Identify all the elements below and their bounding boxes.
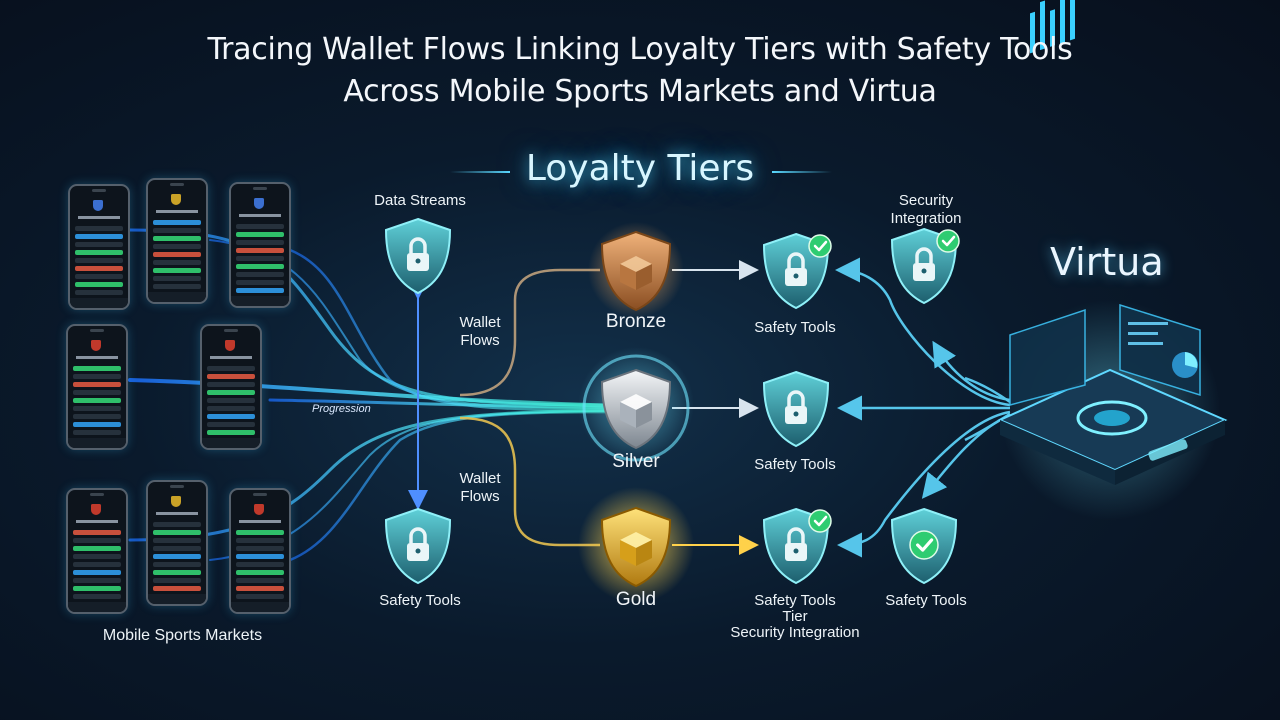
tier-label-bronze: Bronze: [605, 311, 667, 332]
data-streams-lock-shield-icon: [384, 217, 452, 295]
smartphone-icon: [66, 324, 128, 450]
safety-tools-label-silver: Safety Tools: [754, 456, 836, 473]
mobile-sports-markets-label: Mobile Sports Markets: [102, 627, 263, 644]
smartphone-icon: [200, 324, 262, 450]
title-line-2: Across Mobile Sports Markets and Virtua: [343, 74, 937, 109]
smartphone-icon: [66, 488, 128, 614]
data-streams-label: Data Streams: [374, 192, 466, 209]
wallet-flow-connectors: [459, 268, 600, 547]
virtua-flow-arrows: [835, 257, 1011, 558]
wallet-flows-label-bottom: Wallet Flows: [459, 470, 501, 505]
bronze-shield-icon: [600, 230, 672, 312]
tier-label-silver: Silver: [612, 451, 660, 472]
silver-safety-lock-shield-icon: [762, 370, 830, 448]
wallet-flows-label-top: Wallet Flows: [459, 314, 501, 349]
tier-label-gold: Gold: [615, 589, 657, 610]
security-integration-shield-icon: [890, 227, 960, 305]
safety-tools-label-left: Safety Tools: [379, 592, 461, 609]
smartphone-icon: [229, 182, 291, 308]
heading-rule-right: [772, 171, 832, 173]
loyalty-tiers-heading: Loyalty Tiers: [525, 148, 755, 189]
title-line-1: Tracing Wallet Flows Linking Loyalty Tie…: [207, 32, 1073, 67]
smartphone-icon: [229, 488, 291, 614]
smartphone-icon: [68, 184, 130, 310]
bronze-safety-lock-shield-icon: [762, 232, 832, 310]
safety-tools-label-gold: Safety Tools: [754, 592, 836, 609]
safety-tools-check-shield-icon: [890, 507, 958, 585]
gold-safety-lock-shield-icon: [762, 507, 832, 585]
virtua-label: Virtua: [1050, 240, 1164, 284]
smartphone-icon: [146, 178, 208, 304]
gold-shield-icon: [600, 506, 672, 588]
security-integration-label-top: Security Integration: [890, 192, 962, 227]
safety-shields: [384, 217, 960, 585]
tier-label: Tier: [782, 608, 808, 625]
safety-tools-label-bronze: Safety Tools: [754, 319, 836, 336]
silver-shield-icon: [600, 368, 672, 450]
smartphone-icon: [146, 480, 208, 606]
heading-rule-left: [450, 171, 510, 173]
safety-tools-lock-shield-icon: [384, 507, 452, 585]
virtua-platform-icon: [997, 0, 1228, 485]
progression-label: Progression: [312, 403, 371, 415]
security-integration-label-bottom: Security Integration: [730, 624, 860, 641]
safety-tools-label-right: Safety Tools: [885, 592, 967, 609]
